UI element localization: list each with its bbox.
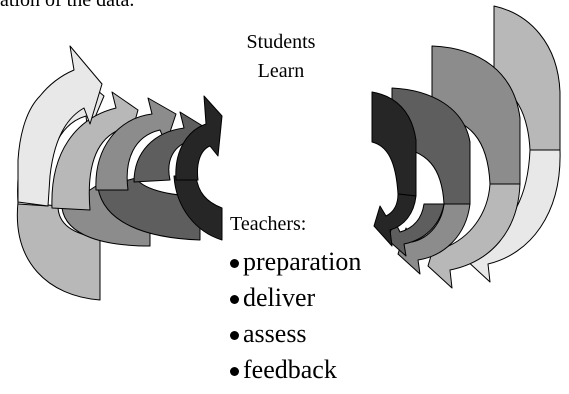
bullet-icon xyxy=(230,294,239,304)
left-arrow-group xyxy=(16,45,223,301)
left-lower-band-light xyxy=(16,201,101,301)
left-arrow-outer xyxy=(17,45,103,207)
teachers-item-assess: assess xyxy=(243,319,307,348)
teachers-item-feedback: feedback xyxy=(243,355,337,384)
teachers-list-item: assess xyxy=(230,316,361,352)
students-label-line-1: Students xyxy=(246,31,316,53)
top-caption: ation of the data. xyxy=(0,0,135,11)
bullet-icon xyxy=(230,330,239,340)
left-arrow-darkest xyxy=(175,95,223,181)
left-lower-band-dark xyxy=(97,177,201,241)
right-arrow-mid xyxy=(397,203,471,275)
left-arrow-light xyxy=(51,91,139,211)
right-arrow-light xyxy=(427,183,521,289)
teachers-list-item: deliver xyxy=(230,280,361,316)
left-arrow-mid xyxy=(95,97,177,191)
teachers-list-item: preparation xyxy=(230,244,361,280)
students-label-line-2: Learn xyxy=(257,60,305,82)
right-arrow-group xyxy=(371,5,561,289)
bullet-icon xyxy=(230,258,239,268)
bullet-icon xyxy=(230,366,239,376)
teachers-list-item: feedback xyxy=(230,352,361,388)
left-lower-band-darkest xyxy=(173,175,223,241)
students-learn-label: Students Learn xyxy=(234,28,328,86)
left-arrow-dark xyxy=(133,111,207,183)
teachers-list: preparation deliver assess feedback xyxy=(230,244,361,388)
teachers-item-preparation: preparation xyxy=(243,247,362,276)
teachers-heading: Teachers: xyxy=(230,213,307,235)
teachers-item-deliver: deliver xyxy=(243,283,316,312)
right-arrow-darkest xyxy=(373,193,417,247)
